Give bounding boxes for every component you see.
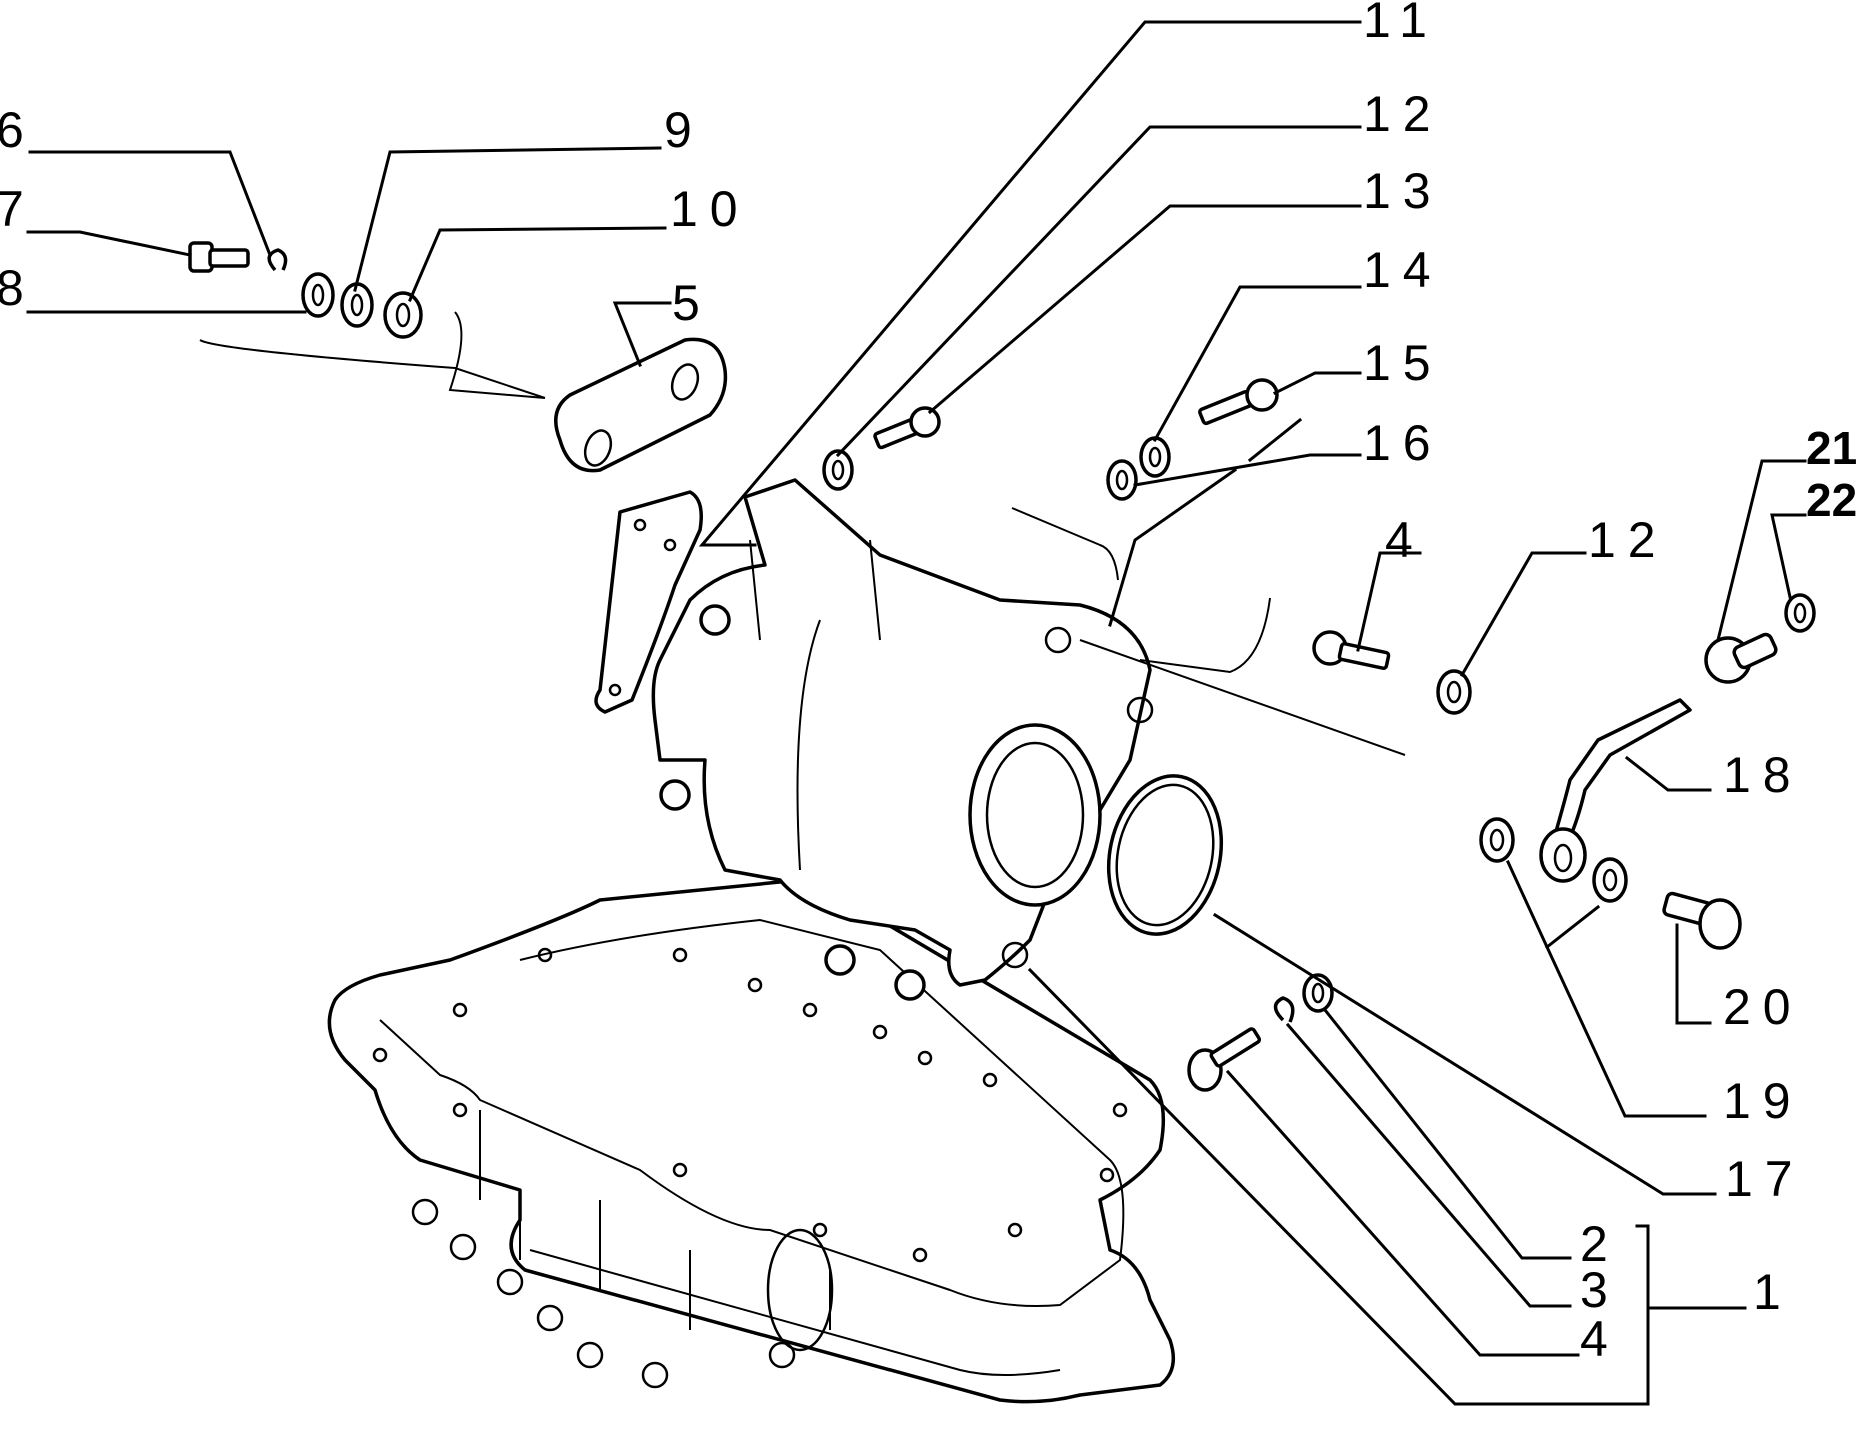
callout-16: 16: [1363, 415, 1443, 471]
callout-12-top: 12: [1363, 86, 1443, 142]
o-ring: [1106, 774, 1224, 936]
bolt-group-1: [1187, 973, 1334, 1092]
callout-15: 15: [1363, 335, 1443, 391]
callout-17: 17: [1725, 1151, 1805, 1207]
callout-5: 5: [672, 275, 712, 331]
callout-3: 3: [1580, 1262, 1620, 1318]
callout-11: 11: [1363, 0, 1439, 48]
oil-pipe-assembly: [1479, 698, 1742, 950]
callout-20: 20: [1723, 979, 1803, 1035]
callout-7: 7: [0, 181, 36, 237]
spring-washer-6: [267, 248, 288, 272]
callout-4-group: 4: [1580, 1311, 1620, 1367]
callout-labels: 6 7 8 9 10 5 11 12 13 14 15 16 4 12 21 2…: [0, 0, 1857, 1367]
callout-8: 8: [0, 260, 36, 316]
bolt-7: [188, 241, 250, 273]
callout-22: 22: [1806, 474, 1857, 526]
callout-21: 21: [1806, 422, 1857, 474]
callout-6: 6: [0, 102, 36, 158]
fasteners-mid-right: [1312, 630, 1472, 715]
callout-4-mid: 4: [1385, 512, 1425, 568]
bracket-plate: [554, 337, 728, 473]
fasteners-left-cluster: [188, 241, 423, 339]
callout-12-mid: 12: [1588, 512, 1668, 568]
callout-18: 18: [1723, 747, 1803, 803]
callout-2: 2: [1580, 1216, 1620, 1272]
callout-1: 1: [1753, 1264, 1793, 1320]
plug-and-washer: [1704, 593, 1816, 684]
callout-14: 14: [1363, 242, 1443, 298]
leader-lines: [26, 20, 1807, 1406]
pump-housing: [594, 478, 1154, 1001]
callout-10: 10: [670, 181, 750, 237]
callout-13: 13: [1363, 163, 1443, 219]
callout-19: 19: [1723, 1073, 1803, 1129]
callout-9: 9: [664, 102, 704, 158]
fasteners-top-cluster: [822, 378, 1279, 501]
oil-pan: [327, 878, 1176, 1404]
